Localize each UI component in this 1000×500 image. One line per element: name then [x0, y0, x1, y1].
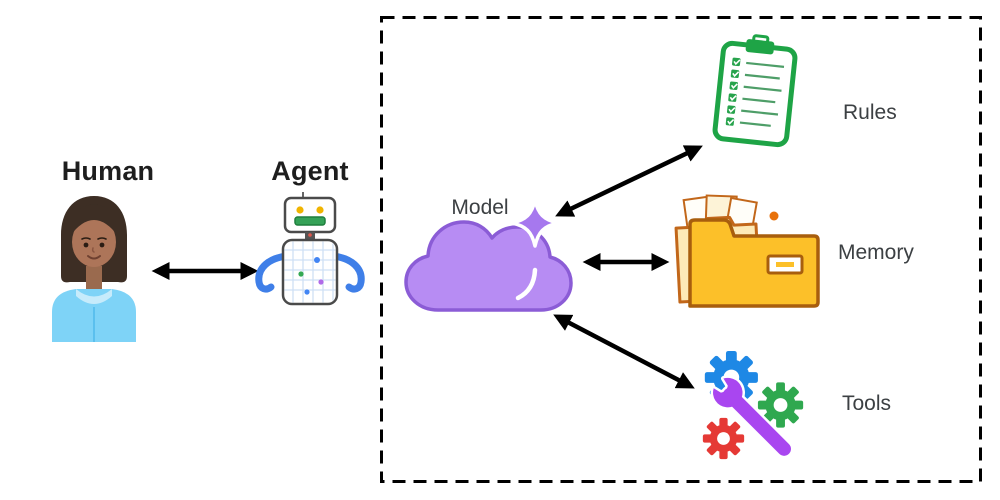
- cloud-sparkle-icon: [404, 198, 573, 312]
- memory-label: Memory: [838, 241, 914, 264]
- rules-label: Rules: [843, 101, 897, 124]
- model-label: Model: [451, 196, 509, 219]
- robot-icon: [255, 192, 365, 306]
- gear-red: [702, 417, 745, 460]
- agent-label: Agent: [271, 156, 349, 186]
- folder-files-icon: [674, 194, 820, 308]
- tools-label: Tools: [842, 392, 892, 415]
- human-label: Human: [61, 156, 155, 186]
- cloud-shape: [404, 220, 573, 312]
- clipboard-checklist-icon: [712, 34, 798, 148]
- arrow-model-tools: [553, 314, 695, 389]
- sparkle-icon: [510, 198, 560, 248]
- wrench-icon: [710, 375, 794, 459]
- gear-green: [757, 382, 804, 428]
- person-icon: [52, 196, 136, 342]
- gears-wrench-icon: [702, 350, 804, 460]
